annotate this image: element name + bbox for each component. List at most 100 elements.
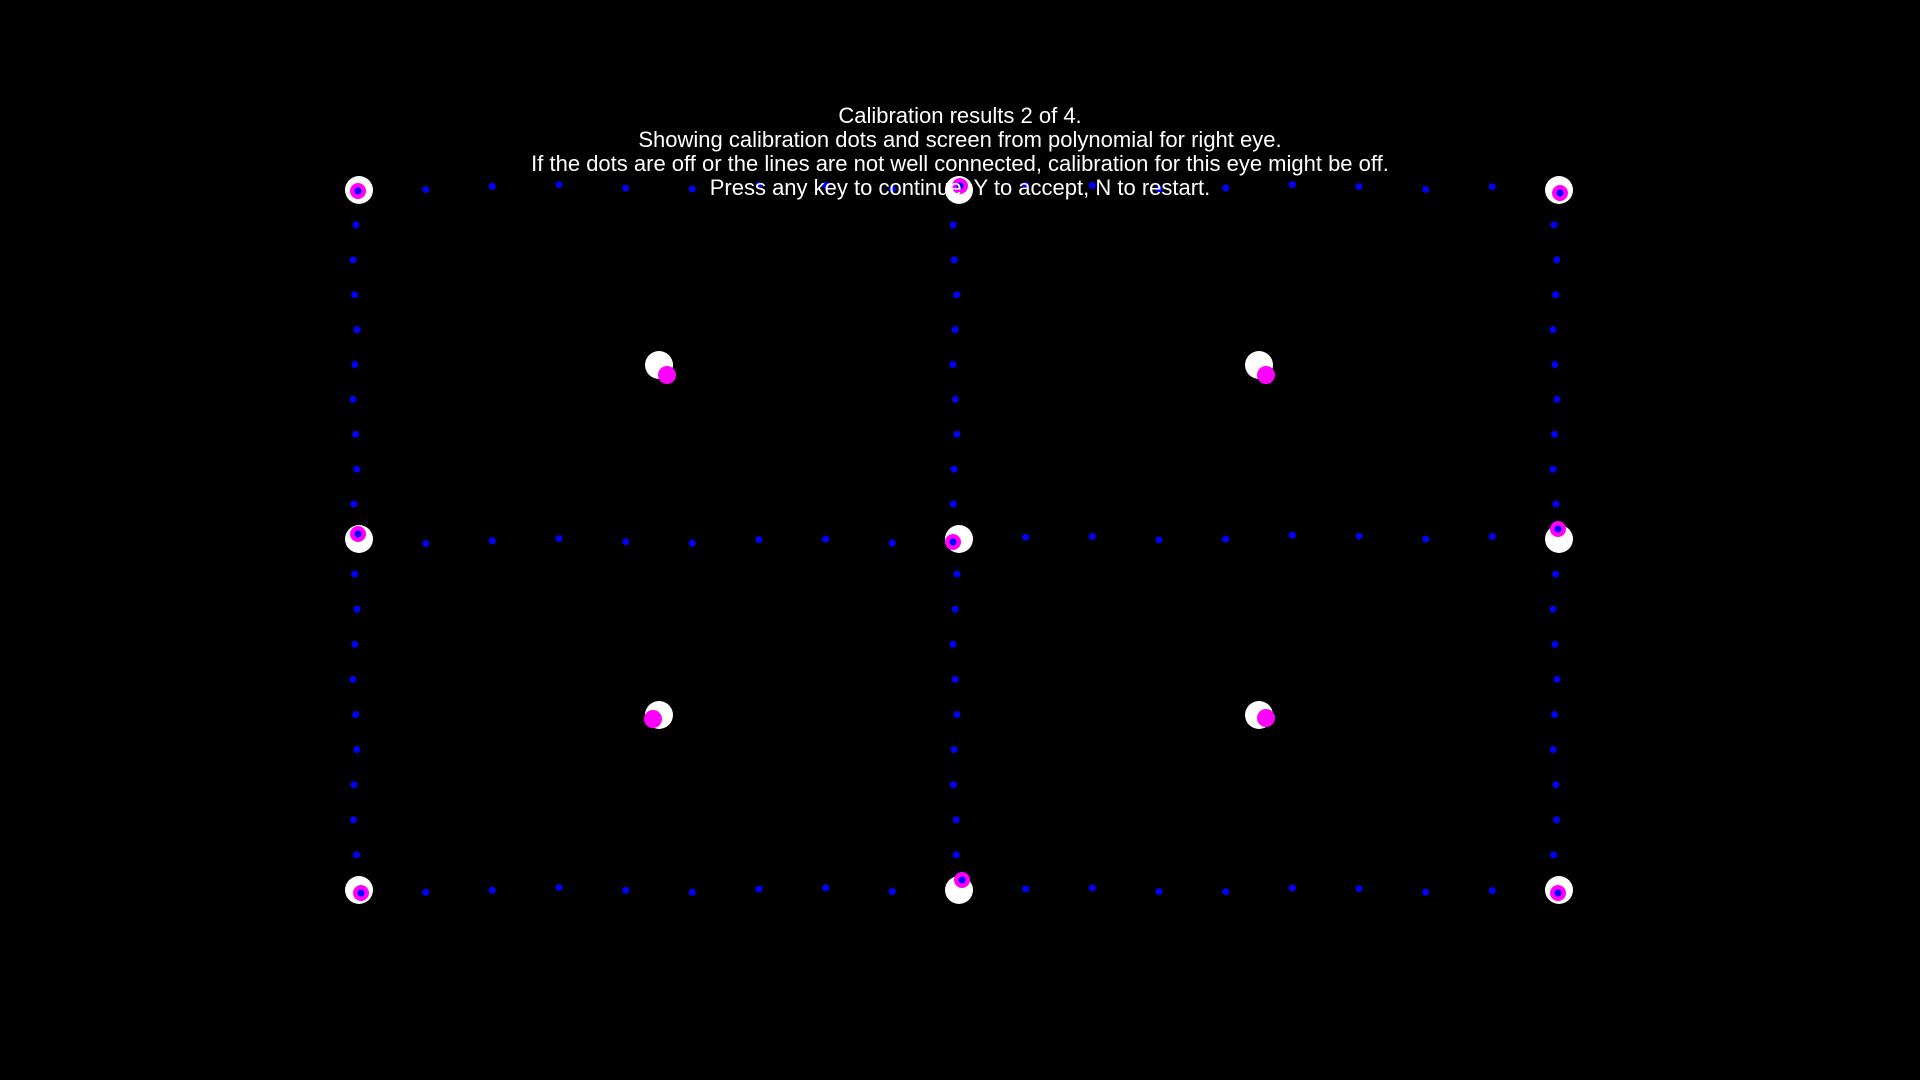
grid-dot [351,291,359,299]
grid-dot [351,361,359,368]
grid-dot [1422,888,1430,896]
grid-dot [1553,395,1561,403]
gaze-estimate [658,366,676,384]
gaze-center [1556,189,1564,197]
grid-dot [1022,181,1030,189]
grid-dot [422,540,430,547]
gaze-estimate [1257,709,1275,727]
grid-dot [755,181,763,189]
grid-dot [951,395,959,403]
grid-dot [1553,256,1561,264]
grid-dot [622,886,630,894]
gaze-center [956,182,964,190]
grid-dot [352,221,360,229]
grid-dot [1552,291,1560,299]
grid-dot [1355,532,1363,540]
grid-dot [1551,640,1559,648]
grid-dot [353,465,361,473]
grid-dot [1488,533,1496,540]
calibration-warning: If the dots are off or the lines are not… [531,151,1389,176]
calibration-subtitle: Showing calibration dots and screen from… [638,127,1282,152]
grid-dot [1155,185,1163,193]
gaze-estimates [350,178,1568,901]
grid-dot [1355,885,1363,893]
grid-dot [953,430,961,438]
grid-dot [422,888,430,896]
gaze-center [354,187,362,195]
grid-dot [1549,746,1557,754]
grid-dot [949,781,957,789]
grid-dot [353,746,361,754]
grid-dot [350,781,358,789]
grid-dot [555,884,563,891]
grid-dot [351,570,359,578]
grid-dot [1422,186,1430,193]
grid-dot [1550,851,1558,859]
grid-dot [1488,887,1496,895]
grid-dot [622,538,630,546]
grid-dot [555,181,563,189]
grid-dot [349,256,357,264]
grid-dot [822,182,830,189]
grid-dot [349,675,357,683]
grid-dot [1551,711,1559,718]
grid-dot [950,256,958,264]
gaze-estimate [1257,366,1275,384]
grid-dot [888,185,896,193]
gaze-center [1554,889,1562,897]
grid-dot [888,888,896,895]
grid-dot [822,535,830,543]
grid-dot [1553,816,1561,824]
grid-dot [1551,430,1559,438]
grid-dot [1222,888,1230,896]
grid-dot [949,500,957,508]
grid-dot [353,326,361,334]
grid-dot [949,221,957,229]
grid-dot [1088,884,1096,892]
grid-dot [488,182,496,190]
grid-dot [949,361,957,368]
grid-dot [1022,885,1030,893]
grid-dot [353,605,361,613]
grid-dot [1288,181,1296,189]
grid-dot [1552,500,1560,508]
grid-dot [950,465,958,473]
calibration-title: Calibration results 2 of 4. [838,103,1082,128]
grid-dot [1552,570,1560,578]
calibration-instructions: Press any key to continue, Y to accept, … [709,175,1211,200]
grid-dot [1155,888,1163,895]
grid-dot [350,500,358,508]
grid-dot [1155,536,1163,544]
grid-dot [688,185,696,193]
grid-dot [1222,184,1230,192]
gaze-center [958,876,966,884]
grid-dot [351,640,359,648]
grid-dot [1553,675,1561,683]
grid-dot [953,570,961,578]
grid-dot [688,539,696,547]
grid-dot [822,884,830,892]
grid-dot [1488,183,1496,191]
grid-dot [950,746,958,754]
gaze-center [1554,525,1562,533]
grid-dot [1549,605,1557,613]
grid-dot [555,535,563,543]
grid-dot [350,816,357,824]
grid-dot [1022,533,1030,541]
grid-dot [951,605,959,613]
grid-dot [352,430,360,438]
grid-dot [1288,884,1296,892]
grid-dot [1222,535,1230,543]
screen-mapping-grid [349,181,1561,896]
grid-dot [951,326,959,334]
gaze-center [357,889,365,897]
grid-dot [1550,221,1558,229]
grid-dot [1422,535,1430,543]
grid-dot [1552,781,1560,789]
grid-dot [1355,183,1363,191]
grid-dot [422,186,430,193]
grid-dot [952,851,960,859]
grid-dot [688,888,696,896]
grid-dot [353,851,360,859]
